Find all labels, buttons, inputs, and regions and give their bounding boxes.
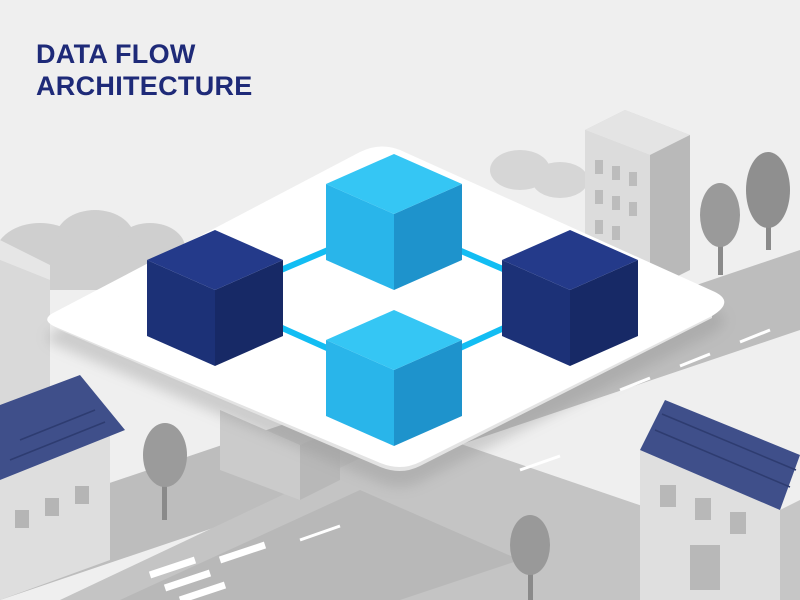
lane-markings xyxy=(299,328,771,542)
node-right xyxy=(502,230,638,366)
node-bottom xyxy=(326,310,462,446)
tree xyxy=(143,423,187,520)
tree xyxy=(700,183,740,275)
node-top xyxy=(326,154,462,290)
node-face-left xyxy=(326,184,394,290)
node-face-top xyxy=(326,154,462,214)
tree xyxy=(510,515,550,600)
house-left xyxy=(0,375,125,600)
office-tower xyxy=(585,110,690,290)
node-face-left xyxy=(147,260,215,366)
node-face-right xyxy=(570,260,638,366)
node-left xyxy=(147,230,283,366)
node-face-right xyxy=(215,260,283,366)
node-face-left xyxy=(326,340,394,446)
house-right xyxy=(640,400,800,600)
page-title: DATA FLOW ARCHITECTURE xyxy=(36,38,253,102)
nodes-layer xyxy=(147,154,638,446)
bush-cluster xyxy=(490,150,588,198)
node-face-top xyxy=(326,310,462,370)
node-face-top xyxy=(147,230,283,290)
node-face-right xyxy=(394,340,462,446)
node-face-top xyxy=(502,230,638,290)
crosswalk xyxy=(148,541,267,600)
title-line-2: ARCHITECTURE xyxy=(36,71,253,101)
tree xyxy=(746,152,790,250)
node-face-right xyxy=(394,184,462,290)
node-face-left xyxy=(502,260,570,366)
title-line-1: DATA FLOW xyxy=(36,39,196,69)
